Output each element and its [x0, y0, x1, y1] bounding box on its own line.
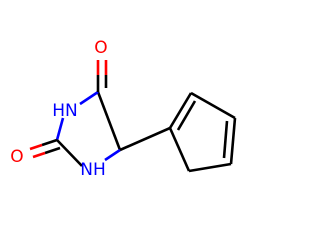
bond-c2-n1 [56, 139, 83, 167]
bond-c2-o-left [41, 138, 58, 147]
bond-n1-c5 [104, 148, 121, 162]
background [0, 0, 250, 250]
atom-nh-lower: NH [80, 160, 106, 180]
bond-cp3-cp4 [229, 117, 237, 165]
bond-c4-c5 [96, 91, 122, 151]
atom-nh-upper: HN [52, 101, 78, 121]
bond-n3-c2 [55, 117, 65, 141]
bond-cp5-cp1 [168, 127, 191, 172]
bond-cp1-cp2-double [176, 100, 197, 131]
bond-cp4-cp5 [188, 162, 232, 173]
bond-cp3-cp4-double [222, 120, 229, 159]
bond-c2-o-left-red [29, 143, 43, 151]
bond-c2-o-left-double [44, 146, 61, 155]
bond-cp2-cp3 [190, 91, 236, 120]
bond-c2-o-left-double-red [32, 151, 46, 159]
bond-c5-cp1 [119, 126, 171, 152]
bond-cp1-cp2 [168, 92, 193, 129]
molecule-structure: O O HN NH [0, 0, 250, 250]
atom-oxygen-top: O [94, 38, 107, 58]
bond-c4-n3 [79, 90, 99, 106]
atom-oxygen-left: O [10, 147, 23, 167]
